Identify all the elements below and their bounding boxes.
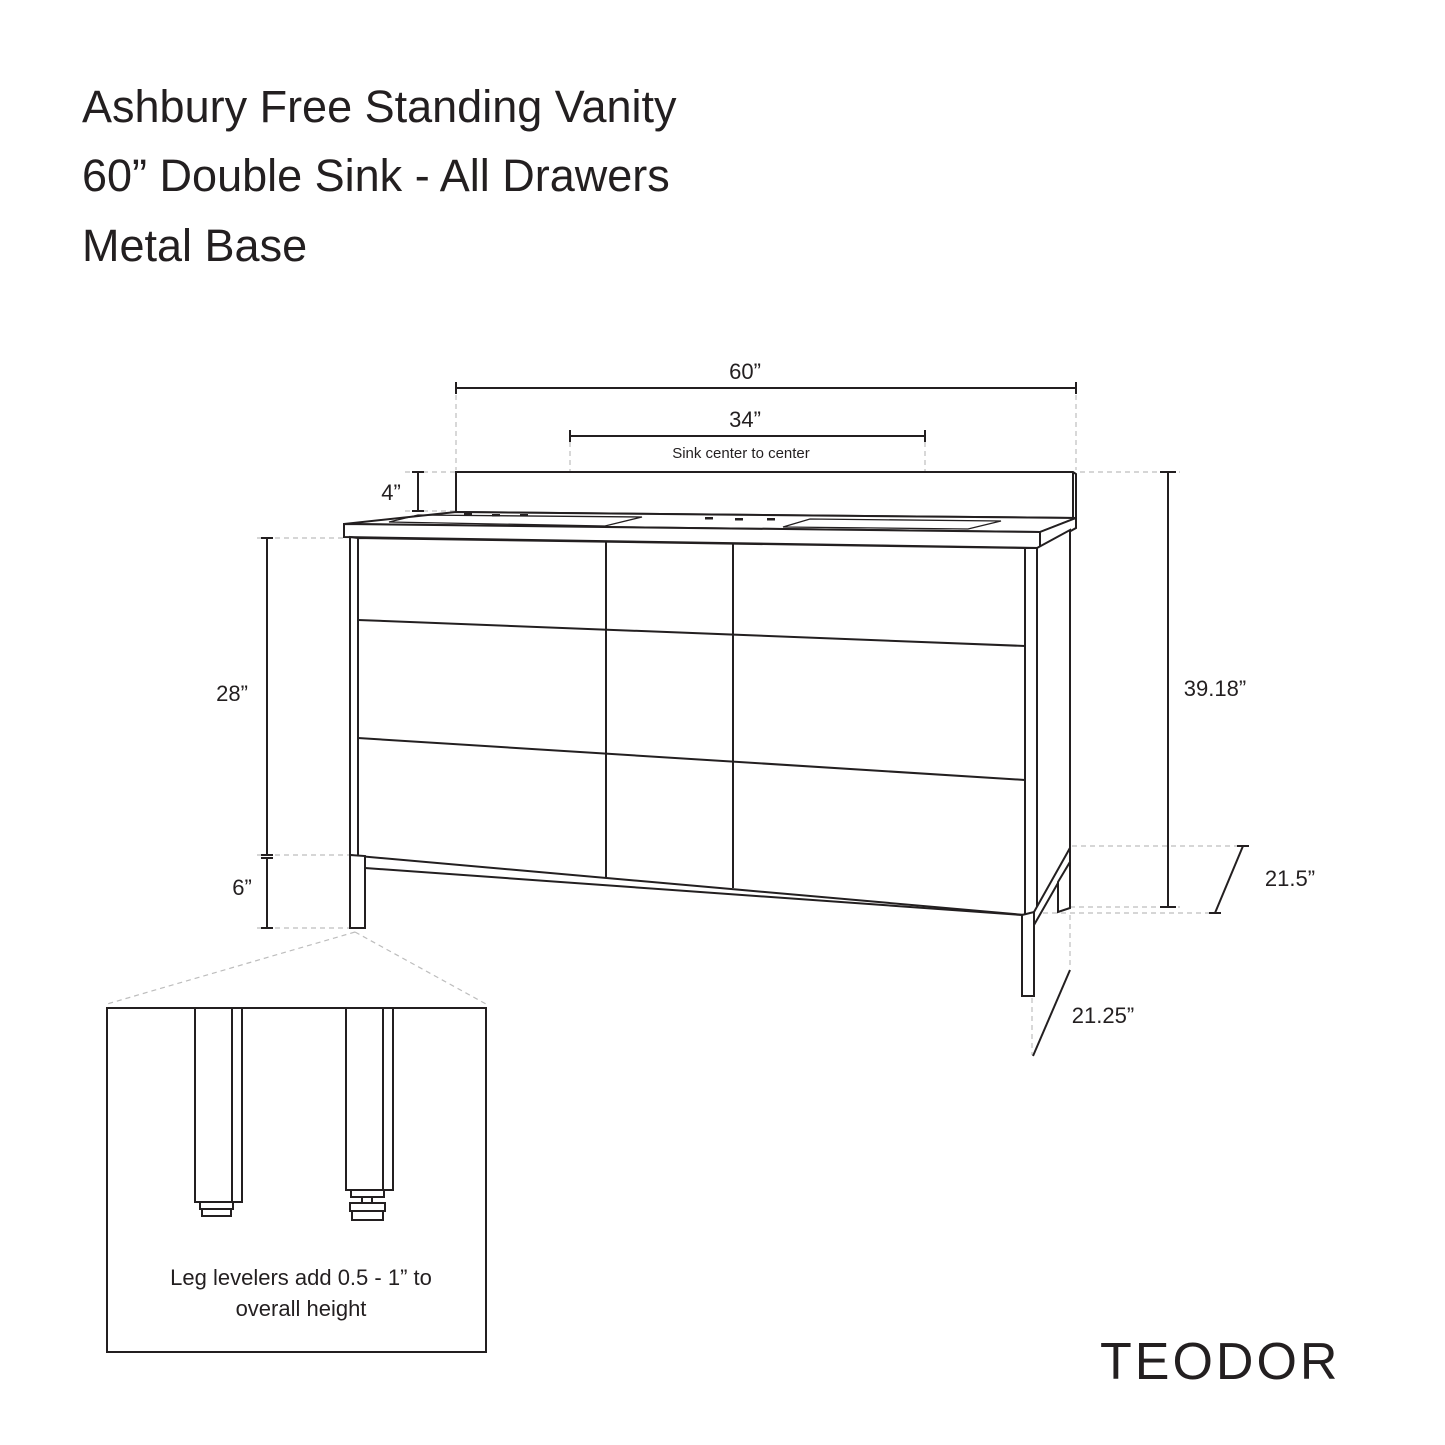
dimension-60 (455, 382, 1077, 394)
dimension-39-18 (1160, 471, 1176, 908)
backsplash (455, 471, 1077, 520)
title-line-2: 60” Double Sink - All Drawers (82, 150, 670, 201)
dimension-21-5 (1209, 845, 1249, 914)
metal-base (349, 844, 1071, 997)
leg-with-leveler (345, 1007, 394, 1221)
title-line-3: Metal Base (82, 220, 308, 271)
drawer-line (357, 737, 1026, 781)
faucet-holes (464, 513, 775, 521)
leveler-note-line-2: overall height (236, 1296, 367, 1321)
dimension-34 (569, 430, 926, 442)
drawer-line (357, 619, 1026, 647)
base-depth-label: 21.25” (1072, 1003, 1134, 1028)
sink-left (388, 514, 643, 527)
overall-width-label: 60” (729, 359, 761, 384)
dimension-28 (261, 537, 273, 856)
leg-without-leveler (194, 1007, 243, 1217)
countertop (343, 510, 1077, 550)
cabinet-height-label: 28” (216, 681, 248, 706)
dimension-21-25 (1032, 969, 1071, 1057)
brand-logo: TEODOR (1100, 1333, 1341, 1391)
title-line-1: Ashbury Free Standing Vanity (82, 81, 677, 132)
top-depth-label: 21.5” (1265, 866, 1315, 891)
sink-spacing-note: Sink center to center (672, 445, 810, 462)
cabinet (349, 528, 1071, 917)
dimension-4 (412, 471, 424, 512)
backsplash-height-label: 4” (381, 480, 401, 505)
leg-leveler-detail (106, 1007, 487, 1353)
leveler-note-line-1: Leg levelers add 0.5 - 1” to (170, 1265, 432, 1290)
overall-height-label: 39.18” (1184, 676, 1246, 701)
sink-spacing-label: 34” (729, 407, 761, 432)
base-height-label: 6” (232, 875, 252, 900)
dimension-6 (261, 857, 273, 929)
